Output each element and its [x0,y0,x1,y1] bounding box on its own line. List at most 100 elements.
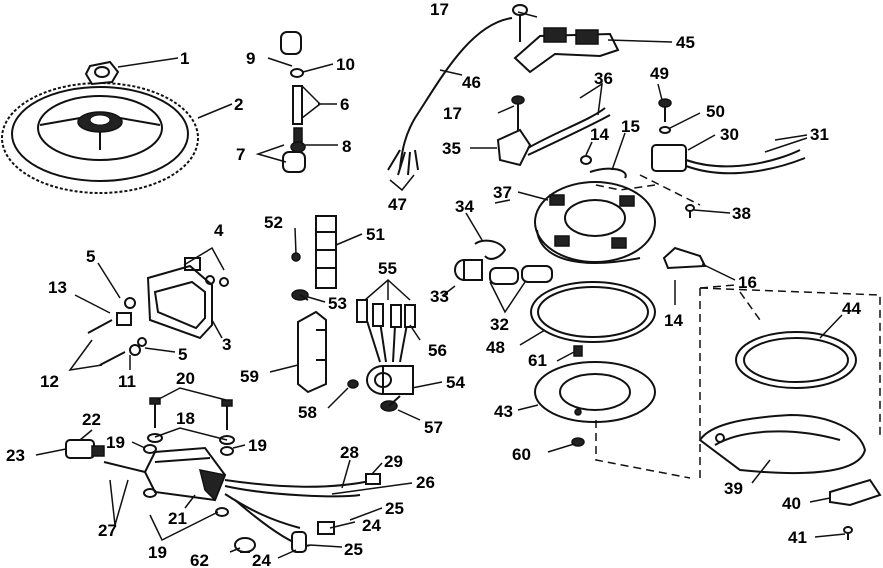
label-55: 55 [378,259,397,278]
label-39: 39 [724,479,743,498]
label-20: 20 [176,369,195,388]
label-58: 58 [298,403,317,422]
label-12: 12 [40,372,59,391]
label-60: 60 [512,445,531,464]
flywheel-nut [84,60,120,86]
label-54: 54 [446,373,465,392]
throttle-link [662,246,707,270]
label-35: 35 [442,139,461,158]
flywheel [1,82,199,194]
rectifier-leads [356,299,416,363]
retainer-ring [530,281,656,343]
label-23: 23 [6,446,25,465]
cover [698,413,867,475]
screw-61 [573,345,583,357]
label-19b: 19 [248,436,267,455]
label-44: 44 [842,299,861,318]
screw-57 [380,395,401,412]
label-47: 47 [388,195,407,214]
label-50: 50 [706,102,725,121]
label-21: 21 [168,509,187,528]
nut-60 [571,437,585,447]
screw-53 [291,289,309,301]
label-43: 43 [494,402,513,421]
label-59: 59 [240,367,259,386]
label-1: 1 [180,49,189,68]
label-51: 51 [366,225,385,244]
label-5a: 5 [86,247,95,266]
label-28: 28 [340,443,359,462]
label-57: 57 [424,418,443,437]
label-52: 52 [264,213,283,232]
label-4: 4 [214,221,224,240]
label-14b: 14 [664,311,683,330]
label-19c: 19 [148,543,167,562]
label-32: 32 [490,315,509,334]
screw-58 [347,379,359,389]
rectifier [366,365,414,395]
label-7: 7 [236,145,245,164]
label-48: 48 [486,338,505,357]
assembly-lines [595,174,881,480]
terminal-block [291,215,337,289]
label-25b: 25 [344,540,363,559]
label-16: 16 [738,273,757,292]
label-24b: 24 [252,551,271,568]
label-31: 31 [810,125,829,144]
label-5b: 5 [178,345,187,364]
label-11: 11 [118,372,136,391]
label-27: 27 [98,521,117,540]
slide [829,478,882,507]
spring-clip [474,239,507,260]
label-46: 46 [462,73,481,92]
label-9: 9 [246,49,255,68]
charge-coil [496,95,611,167]
retainer-plate [534,361,656,423]
ignition-coil [143,446,227,502]
label-61: 61 [528,351,547,370]
label-29: 29 [384,452,403,471]
label-41: 41 [788,528,807,547]
label-24a: 24 [362,516,381,535]
label-10: 10 [336,55,355,74]
seal-ring [735,331,857,389]
label-40: 40 [782,494,801,513]
label-8: 8 [342,137,351,156]
label-3: 3 [222,335,231,354]
label-22: 22 [82,410,101,429]
label-37: 37 [493,183,512,202]
bushing-33 [454,259,483,281]
label-17a: 17 [430,0,449,19]
coil-30 [651,98,806,175]
leader-lines [35,11,846,559]
mounting-screws [87,297,147,366]
label-17b: 17 [443,104,462,123]
label-19a: 19 [106,433,125,452]
power-pack [146,257,229,340]
pin-38 [685,204,695,218]
retaining-clip [580,155,627,179]
label-34: 34 [455,197,474,216]
label-26: 26 [416,473,435,492]
screw-17 [512,4,528,16]
part-number-labels: 1 2 3 4 5 5 6 7 8 9 10 11 12 13 14 14 15… [6,0,861,568]
timer-base-sensor [387,5,620,176]
label-38: 38 [732,204,751,223]
label-53: 53 [328,294,347,313]
spark-plug-cap-assembly [280,31,306,173]
label-6: 6 [340,95,349,114]
coil-screws [143,397,235,517]
bracket [297,310,327,394]
label-15: 15 [621,117,640,136]
label-49: 49 [650,64,669,83]
label-2: 2 [234,95,243,114]
label-30: 30 [720,125,739,144]
label-18: 18 [176,409,195,428]
label-13: 13 [48,278,67,297]
label-25a: 25 [385,499,404,518]
label-56: 56 [428,341,447,360]
label-45: 45 [676,33,695,52]
coil-leads [224,473,381,553]
label-36: 36 [594,69,613,88]
